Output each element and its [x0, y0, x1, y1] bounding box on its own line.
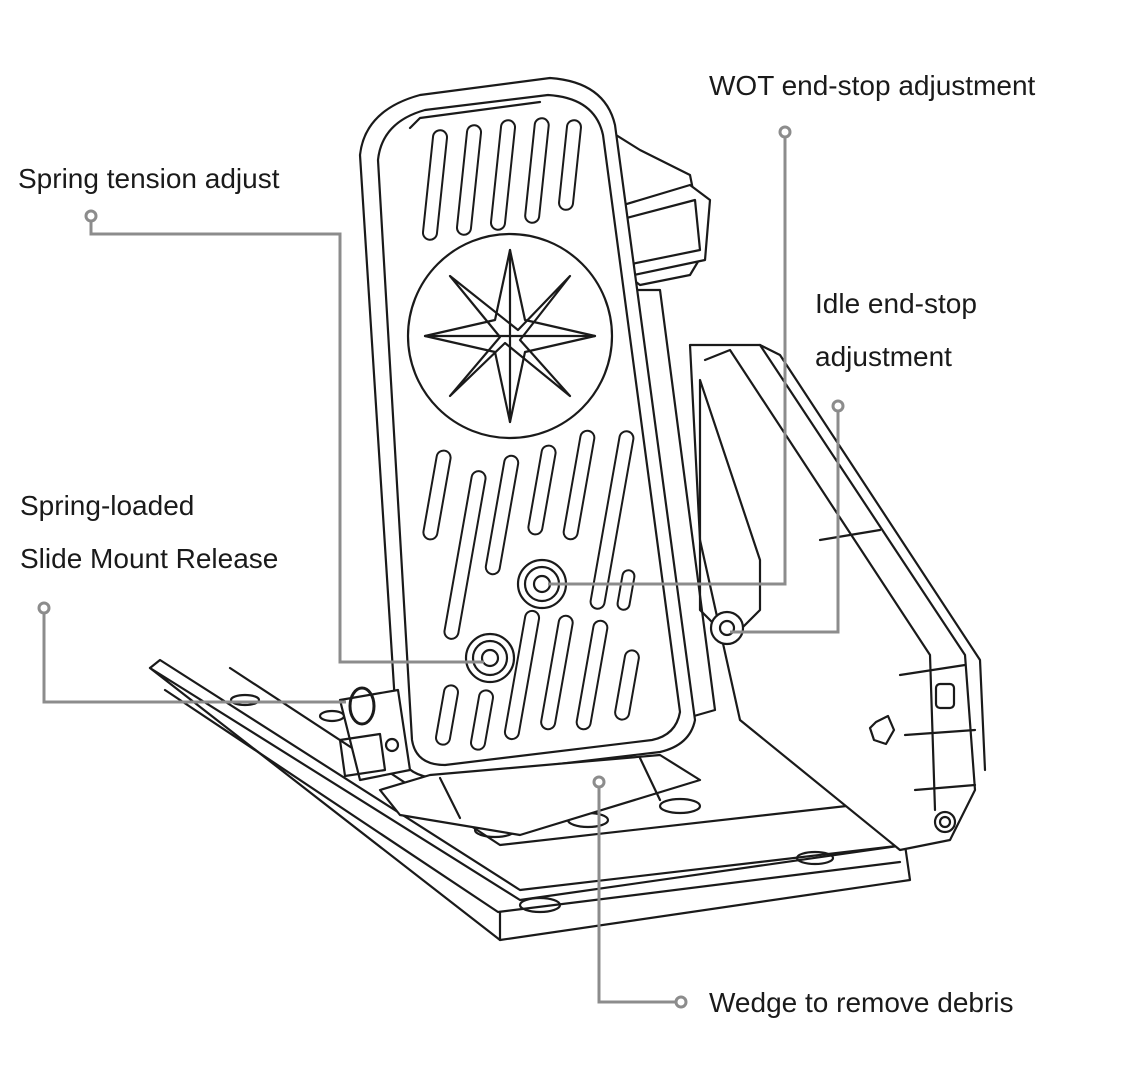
compass-emblem — [406, 232, 614, 440]
slide-release-leader-dot — [37, 601, 51, 615]
pad-grooves — [421, 117, 640, 751]
label-idle-end-stop-line2: adjustment — [815, 341, 952, 372]
lower-screw — [464, 632, 516, 684]
label-slide-release-line1: Spring-loaded — [20, 490, 195, 521]
wot-leader-dot — [778, 125, 792, 139]
slide-release-ring — [338, 686, 412, 782]
wedge — [378, 753, 702, 837]
spring-tension-leader — [89, 222, 484, 664]
slide-release-leader — [42, 614, 346, 704]
leader-dots — [37, 125, 845, 1009]
label-spring-tension: Spring tension adjust — [18, 163, 280, 194]
label-idle-end-stop-line1: Idle end-stop — [815, 288, 977, 319]
wedge-leader-dot — [592, 775, 606, 789]
label-wot-end-stop: WOT end-stop adjustment — [709, 70, 1036, 101]
wot-leader — [548, 138, 787, 586]
leader-lines — [42, 138, 840, 1004]
idle-leader-dot — [831, 399, 845, 413]
wedge-label-dot — [674, 995, 688, 1009]
idle-leader — [730, 412, 840, 634]
wedge-leader — [597, 788, 675, 1004]
spring-tension-leader-dot — [84, 209, 98, 223]
label-slide-release-line2: Slide Mount Release — [20, 543, 279, 574]
base-plate — [148, 658, 912, 942]
side-housing — [688, 343, 987, 852]
label-wedge: Wedge to remove debris — [709, 987, 1014, 1018]
